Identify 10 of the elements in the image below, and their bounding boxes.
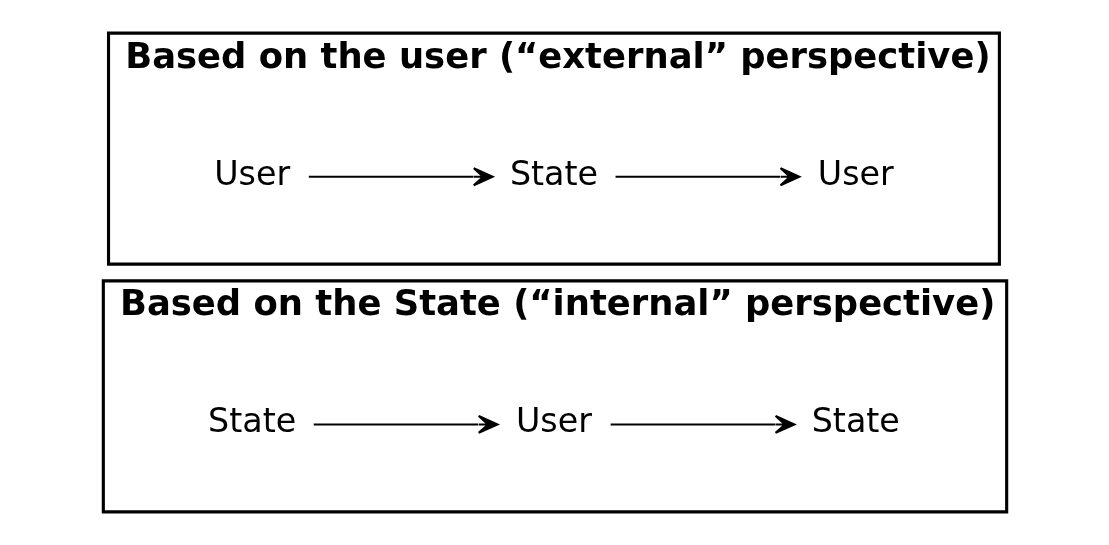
node-text: User xyxy=(213,153,290,193)
node-text: State xyxy=(811,401,900,441)
arrow xyxy=(308,167,494,187)
node-text: State xyxy=(207,401,296,441)
node-text: State xyxy=(509,153,598,193)
arrow xyxy=(615,167,800,187)
arrow xyxy=(610,414,795,434)
node-text: User xyxy=(515,401,592,441)
arrow xyxy=(313,414,498,434)
node-text: User xyxy=(817,153,894,193)
